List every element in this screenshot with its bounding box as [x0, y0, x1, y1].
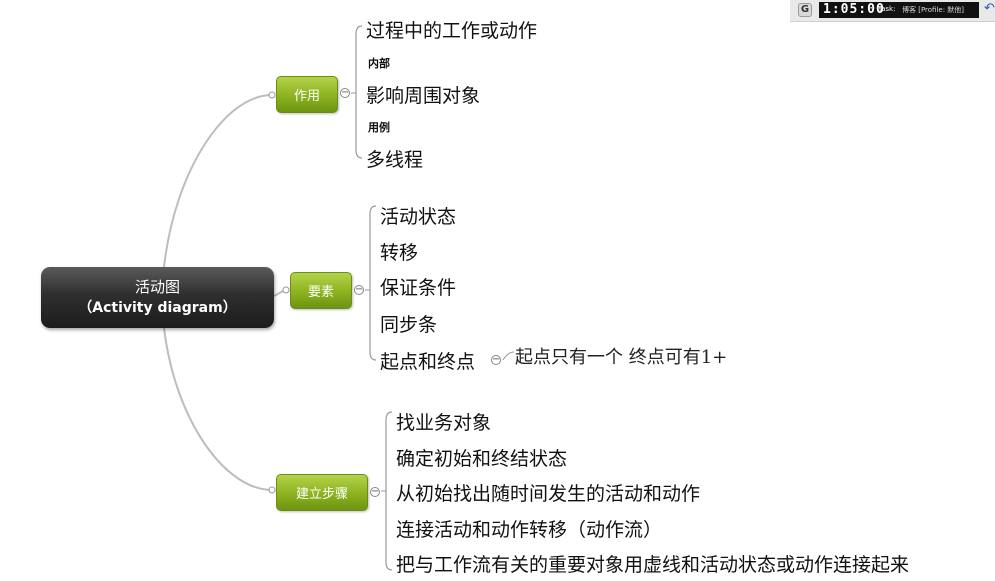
leaf-elements-3: 保证条件	[380, 277, 457, 299]
leaf-steps-3: 从初始找出随时间发生的活动和动作	[396, 483, 701, 505]
branch-steps[interactable]: 建立步骤	[276, 474, 368, 511]
timer-profile: 博客 [Profile: 默他]	[902, 6, 965, 14]
leaf-steps-5: 把与工作流有关的重要对象用虚线和活动状态或动作连接起来	[396, 554, 910, 576]
branch-steps-label: 建立步骤	[295, 487, 348, 502]
joint-2	[282, 286, 290, 294]
leaf-function-1: 过程中的工作或动作	[366, 20, 538, 42]
collapse-minus-icon[interactable]: −	[354, 284, 364, 295]
branch-function[interactable]: 作用	[276, 76, 338, 113]
collapse-minus-icon[interactable]: −	[340, 87, 350, 98]
joint-3	[268, 486, 276, 494]
leaf-function-3: 影响周围对象	[366, 85, 481, 107]
branch-elements[interactable]: 要素	[290, 272, 352, 309]
leaf-function-2: 内部	[368, 57, 390, 70]
root-link-1	[163, 94, 273, 268]
root-node[interactable]: 活动图 （Activity diagram）	[41, 267, 274, 328]
leaf-elements-5: 起点和终点	[380, 351, 476, 373]
branch-function-label: 作用	[293, 89, 320, 104]
note-start-end: 起点只有一个 终点可有1+	[515, 347, 728, 368]
refresh-icon[interactable]: ↶	[984, 1, 995, 16]
root-link-3	[163, 327, 273, 491]
joint-1	[268, 91, 276, 99]
bracket-1	[355, 25, 363, 159]
branch-elements-label: 要素	[307, 285, 334, 300]
collapse-minus-icon[interactable]: −	[491, 354, 501, 365]
root-title: 活动图	[134, 277, 180, 296]
timer-task-label: Task:	[878, 5, 896, 13]
leaf-elements-2: 转移	[380, 242, 419, 264]
leaf-steps-1: 找业务对象	[396, 412, 492, 434]
leaf-steps-4: 连接活动和动作转移（动作流）	[396, 519, 663, 541]
collapse-minus-icon[interactable]: −	[370, 486, 380, 497]
leaf-elements-1: 活动状态	[380, 206, 457, 228]
leaf-function-4: 用例	[368, 121, 390, 134]
root-subtitle: （Activity diagram）	[78, 299, 237, 316]
leaf-function-5: 多线程	[366, 149, 424, 171]
timer-time: 1:05:00	[823, 2, 885, 17]
note-link	[502, 351, 515, 361]
leaf-elements-4: 同步条	[380, 314, 438, 336]
timer-display	[819, 2, 979, 18]
leaf-steps-2: 确定初始和终结状态	[396, 448, 568, 470]
bracket-2	[369, 205, 377, 361]
bracket-3	[385, 411, 393, 571]
timer-toolbar: G 1:05:00 Task: 博客 [Profile: 默他] ↶	[790, 0, 995, 22]
g-icon[interactable]: G	[798, 3, 812, 17]
